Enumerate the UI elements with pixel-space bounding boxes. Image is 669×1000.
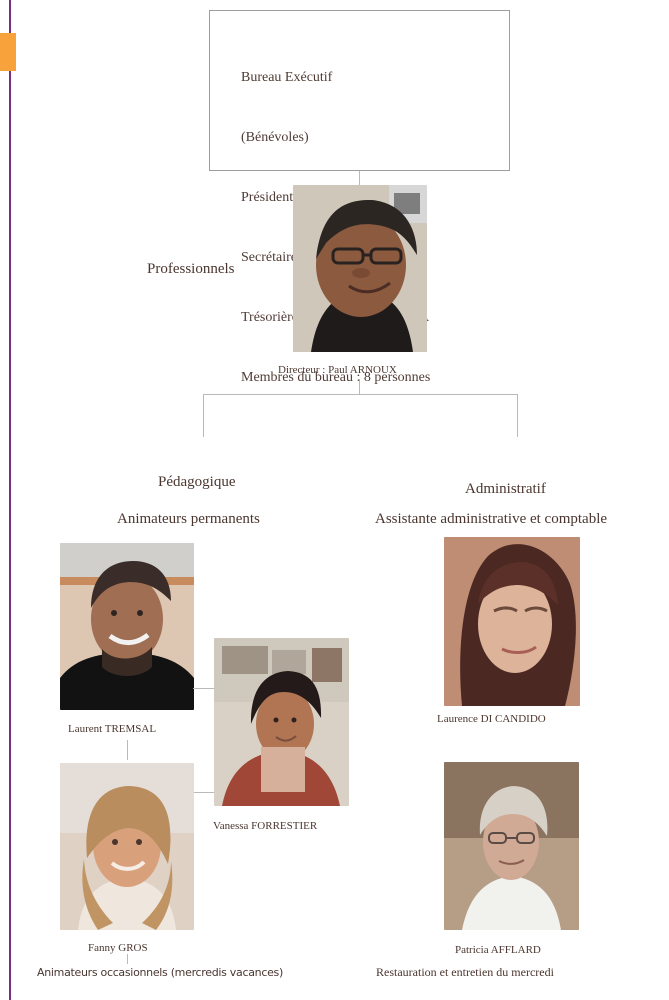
- laurent-photo: [60, 543, 194, 710]
- laurence-portrait-image: [444, 537, 580, 706]
- fanny-photo: [60, 763, 194, 930]
- connector-left-branch: [203, 394, 204, 437]
- occasional-label: Animateurs occasionnels (mercredis vacan…: [37, 966, 283, 979]
- director-portrait-image: [293, 185, 427, 352]
- director-label: Directeur : Paul ARNOUX: [278, 364, 397, 376]
- connector-fanny-vanessa: [193, 792, 214, 793]
- laurent-portrait-image: [60, 543, 194, 710]
- vanessa-portrait-image: [214, 638, 349, 806]
- patricia-portrait-image: [444, 762, 579, 930]
- vanessa-label: Vanessa FORRESTIER: [213, 820, 318, 832]
- laurence-label: Laurence DI CANDIDO: [437, 713, 546, 725]
- administratif-title: Administratif: [465, 481, 546, 497]
- connector-fanny-occasional: [127, 954, 128, 964]
- connector-right-branch: [517, 394, 518, 437]
- top-left-accent: [0, 33, 16, 71]
- bureau-title: Bureau Exécutif: [241, 70, 333, 85]
- laurence-photo: [444, 537, 580, 706]
- connector-bureau-director: [359, 171, 360, 185]
- restaurant-label: Restauration et entretien du mercredi: [376, 965, 554, 979]
- professionnels-label: Professionnels: [147, 261, 235, 277]
- bureau-members: Membres du bureau : 8 personnes: [241, 370, 431, 385]
- laurent-label: Laurent TREMSAL: [68, 723, 157, 735]
- connector-main-horizontal: [203, 394, 517, 395]
- patricia-label: Patricia AFFLARD: [455, 944, 541, 956]
- connector-director-down: [359, 379, 360, 395]
- bureau-subtitle: (Bénévoles): [241, 130, 309, 145]
- connector-laurent-fanny: [127, 740, 128, 760]
- left-border: [9, 0, 11, 1000]
- fanny-portrait-image: [60, 763, 194, 930]
- connector-laurent-vanessa: [193, 688, 214, 689]
- pedagogique-subtitle: Animateurs permanents: [117, 511, 260, 527]
- director-photo: [293, 185, 427, 352]
- vanessa-photo: [214, 638, 349, 806]
- patricia-photo: [444, 762, 579, 930]
- bureau-box: Bureau Exécutif (Bénévoles) Présidente :…: [209, 10, 510, 385]
- administratif-subtitle: Assistante administrative et comptable: [375, 511, 608, 527]
- pedagogique-title: Pédagogique: [158, 474, 236, 490]
- fanny-label: Fanny GROS: [88, 942, 148, 954]
